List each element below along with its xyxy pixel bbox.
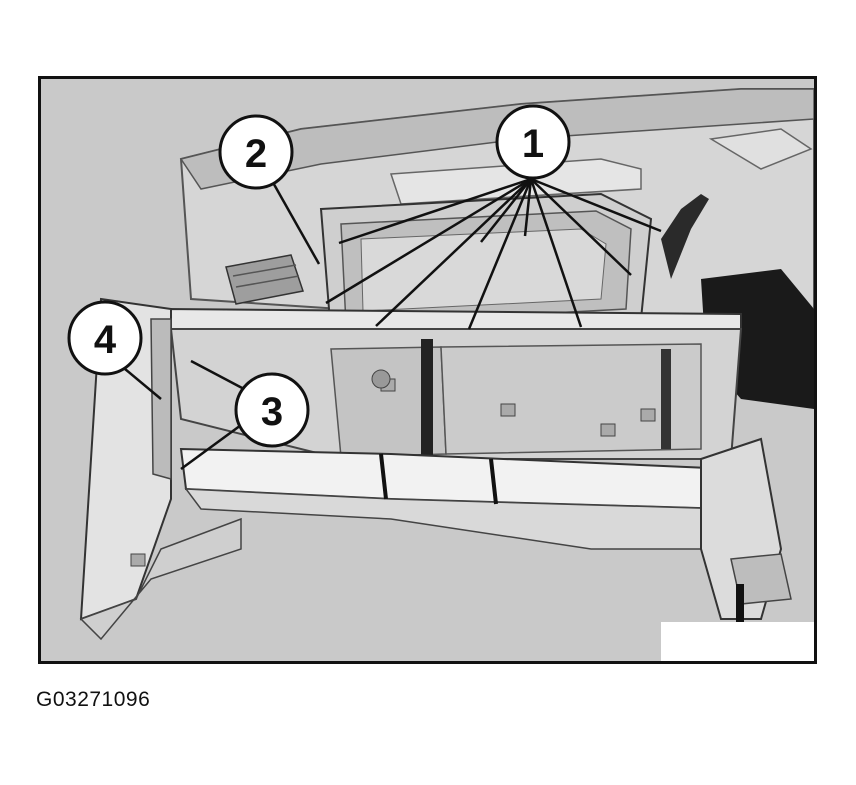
- callout-4: 4: [67, 300, 143, 376]
- lower-beam: [179, 447, 732, 550]
- blank-patch: [661, 622, 814, 661]
- left-bracket: [79, 297, 242, 641]
- callout-3-label: 3: [261, 390, 283, 434]
- callout-1: 1: [495, 104, 571, 180]
- callout-4-label: 4: [94, 318, 117, 362]
- callout-1-label: 1: [522, 122, 544, 166]
- left-vent: [225, 254, 304, 305]
- clip-details: [130, 369, 656, 567]
- callout-3: 3: [234, 372, 310, 448]
- cross-member: [164, 307, 743, 460]
- leader-lines: [124, 177, 662, 471]
- figure-id-caption: G03271096: [36, 688, 151, 711]
- callout-2: 2: [218, 114, 294, 190]
- callout-2-label: 2: [245, 132, 267, 176]
- technical-illustration: 1 2 3 4: [38, 76, 817, 664]
- right-bracket: [700, 437, 792, 624]
